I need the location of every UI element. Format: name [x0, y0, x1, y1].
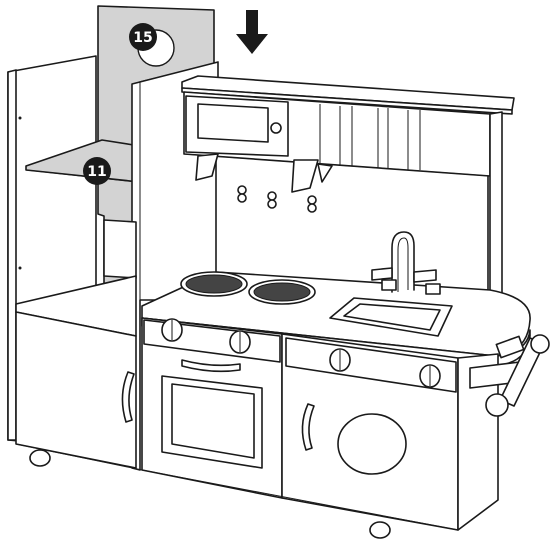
washer-cabinet [281, 333, 459, 539]
down-arrow-icon [236, 10, 268, 54]
left-lower-cabinet [15, 275, 137, 469]
callout-15-label: 15 [133, 30, 152, 46]
top-hutch [181, 75, 515, 323]
callout-11: 11 [83, 157, 111, 185]
base-rail [15, 443, 459, 531]
callout-15: 15 [129, 23, 157, 51]
callout-11-label: 11 [87, 164, 106, 180]
oven-cabinet [141, 317, 283, 499]
right-side-panel [457, 334, 550, 531]
